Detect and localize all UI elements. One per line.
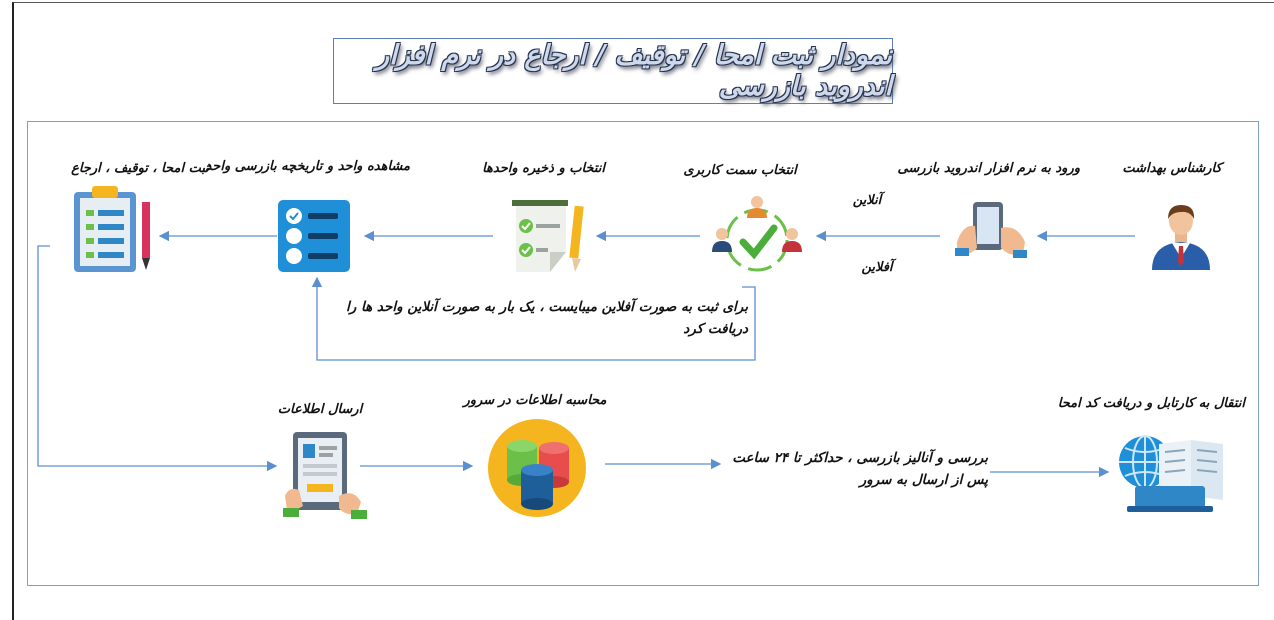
diagram-title: نمودار ثبت امحا / توقیف / ارجاع در نرم ا… [376, 40, 892, 102]
diagram-container [27, 121, 1259, 586]
offline-loop-line [311, 276, 756, 361]
tablet-hands-icon [955, 202, 1027, 258]
clipboard-icon [74, 186, 150, 272]
note-review: بررسی و آنالیز بازرسی ، حداکثر تا ۲۴ ساع… [732, 450, 988, 488]
list-icon [278, 200, 350, 272]
label-health-expert: کارشناس بهداشت [1122, 161, 1222, 176]
register-to-send-line [37, 245, 278, 472]
edge-label-online: آنلاین [852, 193, 882, 208]
label-server-calc: محاسبه اطلاعات در سرور [463, 393, 607, 408]
label-transfer: انتقال به کارتابل و دریافت کد امحا [1057, 396, 1245, 411]
globe-book-icon [1119, 435, 1223, 512]
form-tablet-icon [283, 432, 367, 519]
title-box: نمودار ثبت امحا / توقیف / ارجاع در نرم ا… [333, 38, 893, 104]
label-select-role: انتخاب سمت کاربری [683, 163, 797, 178]
label-register-actions: ثبت امحا ، توقیف ، ارجاع [71, 161, 209, 176]
database-icon [488, 419, 586, 517]
note-offline: برای ثبت به صورت آفلاین میبایست ، یک بار… [346, 299, 748, 337]
label-view-units: مشاهده واحد و تاریخچه بازرسی واحد [205, 159, 410, 174]
checklist-pencil-icon [512, 200, 584, 272]
label-enter-app: ورود به نرم افزار اندروید بازرسی [897, 161, 1080, 176]
label-send-info: ارسال اطلاعات [277, 402, 363, 417]
label-select-units: انتخاب و ذخیره واحدها [482, 161, 605, 176]
page-frame [12, 2, 1274, 620]
person-icon [1152, 205, 1210, 270]
edge-label-offline: آفلاین [861, 260, 893, 275]
team-check-icon [712, 196, 802, 272]
